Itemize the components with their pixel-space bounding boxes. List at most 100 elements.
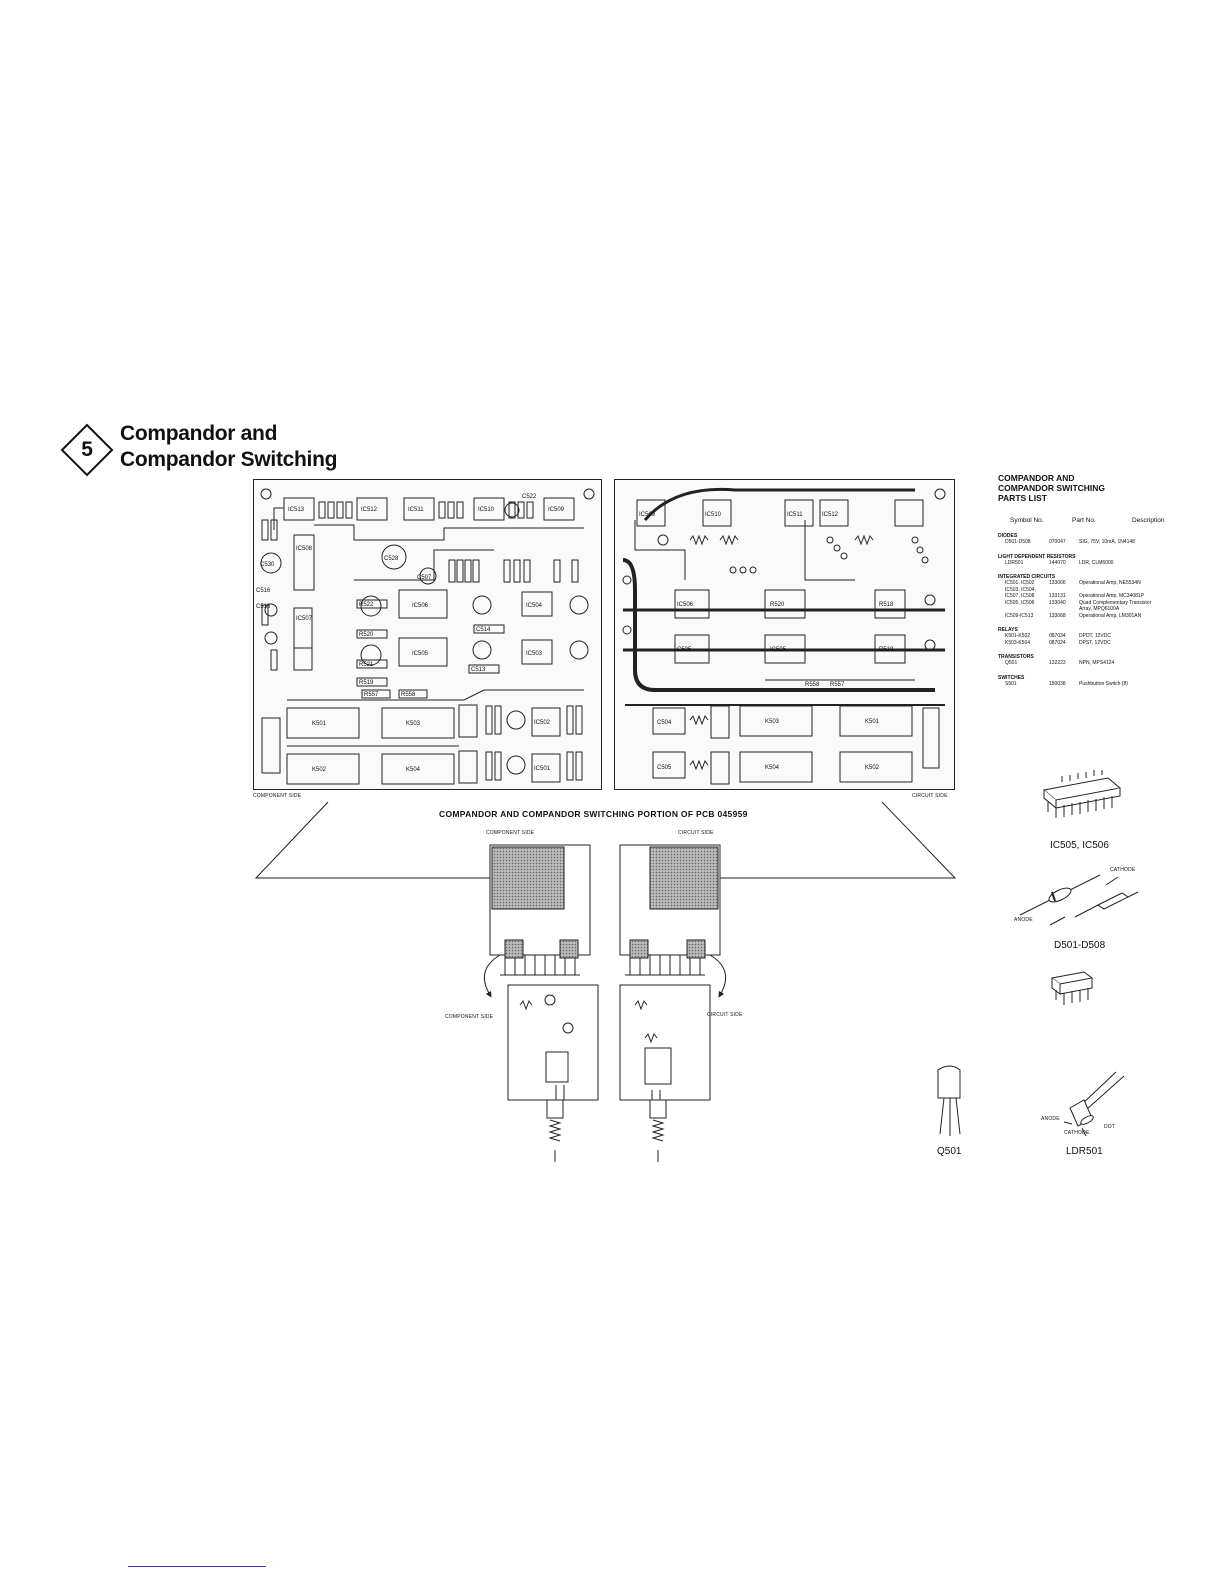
svg-text:IC503: IC503 xyxy=(526,651,543,657)
parts-list: COMPANDOR AND COMPANDOR SWITCHING PARTS … xyxy=(998,473,1198,687)
svg-text:IC512: IC512 xyxy=(361,507,378,513)
board-locator-diagram xyxy=(254,801,957,1162)
circuit-side-label: CIRCUIT SIDE xyxy=(912,793,948,799)
parts-list-title-2: COMPANDOR SWITCHING xyxy=(998,483,1106,493)
svg-text:IC509: IC509 xyxy=(639,512,656,518)
transistor-drawing xyxy=(937,1065,961,1136)
parts-cell-part: 087034 xyxy=(1049,633,1066,639)
svg-text:R520: R520 xyxy=(770,602,785,608)
parts-cell-symbol: K501-K502 xyxy=(1005,633,1031,639)
diode-anode-label: ANODE xyxy=(1014,917,1033,923)
svg-text:C505: C505 xyxy=(677,647,692,653)
diode-drawing xyxy=(1019,874,1139,926)
svg-text:C528: C528 xyxy=(384,556,399,562)
svg-text:R557: R557 xyxy=(830,682,845,688)
svg-text:K503: K503 xyxy=(765,719,780,725)
ldr-drawing xyxy=(1063,1071,1125,1137)
ldr-cathode-label: CATHODE xyxy=(1064,1130,1090,1136)
pcb-caption: COMPANDOR AND COMPANDOR SWITCHING PORTIO… xyxy=(439,809,748,819)
svg-text:C504: C504 xyxy=(657,720,672,726)
svg-text:C516: C516 xyxy=(256,588,271,594)
svg-text:R519: R519 xyxy=(879,647,894,653)
svg-text:R522: R522 xyxy=(359,602,374,608)
transistor-label: Q501 xyxy=(937,1146,962,1157)
parts-cell-desc: Operational Amp, NE5534N xyxy=(1079,580,1141,586)
parts-cell-symbol: IC507, IC508 xyxy=(1005,593,1035,599)
svg-text:K501: K501 xyxy=(865,719,880,725)
parts-list-header: Symbol No. Part No. Description xyxy=(998,517,1198,525)
svg-text:IC510: IC510 xyxy=(478,507,495,513)
parts-cell-desc: LDR, CLM6000 xyxy=(1079,559,1114,566)
svg-text:K502: K502 xyxy=(312,767,327,773)
svg-text:IC513: IC513 xyxy=(288,507,305,513)
svg-text:IC502: IC502 xyxy=(534,720,551,726)
ldr-ic-drawing xyxy=(1050,971,1094,1005)
svg-text:C507: C507 xyxy=(417,575,432,581)
parts-section-heading: LIGHT DEPENDENT RESISTORS xyxy=(998,553,1076,560)
parts-cell-part: 070047 xyxy=(1049,539,1066,545)
ldr-dot-label: DOT xyxy=(1104,1124,1116,1130)
col-desc: Description xyxy=(1132,517,1165,524)
parts-cell-desc: Operational Amp, MC34081P xyxy=(1079,593,1145,599)
svg-text:IC505: IC505 xyxy=(412,651,429,657)
parts-cell-desc: DPST, 12VDC xyxy=(1079,639,1111,646)
step-diamond xyxy=(60,423,114,477)
step-number: 5 xyxy=(81,438,93,461)
svg-text:C530: C530 xyxy=(260,562,275,568)
svg-text:R558: R558 xyxy=(805,682,820,688)
svg-text:IC501: IC501 xyxy=(534,766,551,772)
parts-cell-desc: NPN, MPS4124 xyxy=(1079,660,1115,666)
svg-text:C514: C514 xyxy=(476,627,491,633)
svg-text:IC511: IC511 xyxy=(408,507,424,513)
svg-text:R557: R557 xyxy=(364,692,379,698)
parts-cell-desc: DPDT, 12VDC xyxy=(1079,633,1111,639)
col-symbol: Symbol No. xyxy=(1010,517,1044,524)
svg-text:IC506: IC506 xyxy=(412,603,429,609)
parts-cell-symbol: S501 xyxy=(1005,680,1017,687)
lower-circuit-side-label: CIRCUIT SIDE xyxy=(678,830,714,836)
parts-section-heading: DIODES xyxy=(998,533,1018,539)
svg-text:K501: K501 xyxy=(312,721,327,727)
svg-text:IC510: IC510 xyxy=(705,512,722,518)
parts-cell-symbol: IC503, IC504, xyxy=(1005,586,1036,593)
svg-text:K504: K504 xyxy=(406,767,421,773)
svg-text:C505: C505 xyxy=(657,765,672,771)
svg-text:IC509: IC509 xyxy=(548,507,565,513)
parts-cell-symbol: LDR501 xyxy=(1005,559,1024,566)
parts-row: IC509-IC513 133068 Operational Amp, LM301A… xyxy=(998,613,1198,620)
bottom-rule xyxy=(128,1566,266,1567)
parts-list-title-1: COMPANDOR AND xyxy=(998,473,1075,483)
parts-row: Array, MPQ6100A xyxy=(998,606,1198,613)
svg-text:R520: R520 xyxy=(359,632,374,638)
parts-cell-symbol: Q501 xyxy=(1005,660,1018,666)
component-side-label: COMPONENT SIDE xyxy=(253,793,302,799)
parts-cell-part: 133068 xyxy=(1049,612,1066,619)
parts-section-heading: INTEGRATED CIRCUITS xyxy=(998,574,1056,580)
svg-text:IC511: IC511 xyxy=(787,512,803,518)
parts-cell-desc: Pushbutton Switch (8) xyxy=(1079,680,1128,687)
svg-text:C513: C513 xyxy=(471,667,486,673)
switch-component-side-label: COMPONENT SIDE xyxy=(445,1014,494,1020)
parts-cell-desc: Array, MPQ6100A xyxy=(1079,606,1120,612)
svg-text:K502: K502 xyxy=(865,765,880,771)
parts-cell-symbol: K503-K504 xyxy=(1005,639,1031,646)
svg-text:K504: K504 xyxy=(765,765,780,771)
parts-cell-desc: SIG, 75V, 10mA, 1N4148 xyxy=(1079,539,1135,545)
svg-text:R521: R521 xyxy=(359,662,374,668)
parts-row: IC503, IC504, xyxy=(998,587,1198,594)
svg-text:IC507: IC507 xyxy=(296,616,313,622)
svg-text:C515: C515 xyxy=(256,604,271,610)
parts-cell-desc: Operational Amp, LM301AN xyxy=(1079,612,1142,619)
ldr-anode-label: ANODE xyxy=(1041,1116,1060,1122)
svg-text:R518: R518 xyxy=(879,602,894,608)
parts-cell-symbol: IC509-IC513 xyxy=(1005,612,1034,619)
parts-cell-symbol: IC505, IC506 xyxy=(1005,599,1035,606)
parts-cell-part: 132223 xyxy=(1049,660,1066,666)
